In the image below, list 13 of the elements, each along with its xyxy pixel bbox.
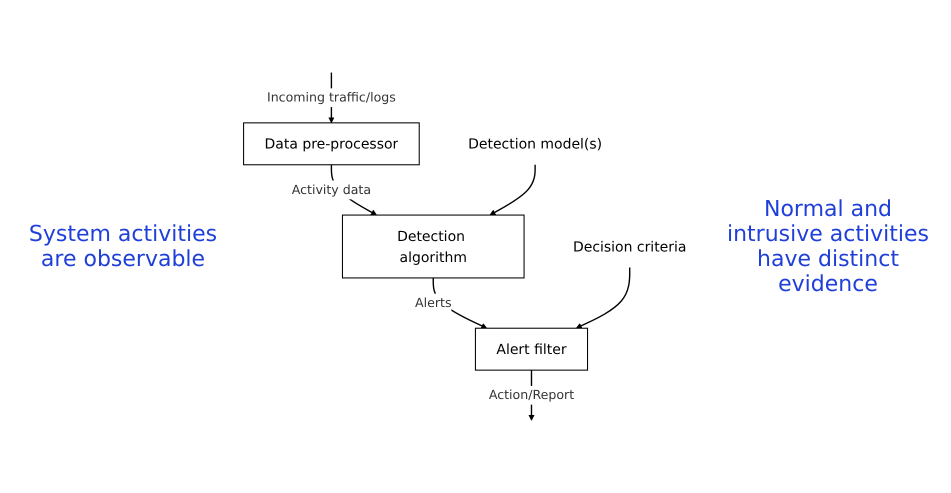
arrow [490, 164, 536, 216]
node-box: Alert filter [474, 328, 588, 371]
edge-label: Alerts [415, 296, 452, 310]
node-box: Detection algorithm [342, 214, 525, 278]
node-text: Detection model(s) [468, 135, 602, 152]
node-text: Decision criteria [572, 238, 686, 255]
edge-label: Incoming traffic/logs [267, 90, 396, 106]
edge-label: Action/Report [488, 388, 574, 403]
note-text: Normal and intrusive activities have distinct evidence [726, 196, 930, 296]
note-text: System activities are observable [28, 222, 218, 272]
node-box: Data pre-processor [243, 122, 420, 166]
arrow [576, 267, 630, 329]
edge-label: Activity data [292, 182, 372, 198]
